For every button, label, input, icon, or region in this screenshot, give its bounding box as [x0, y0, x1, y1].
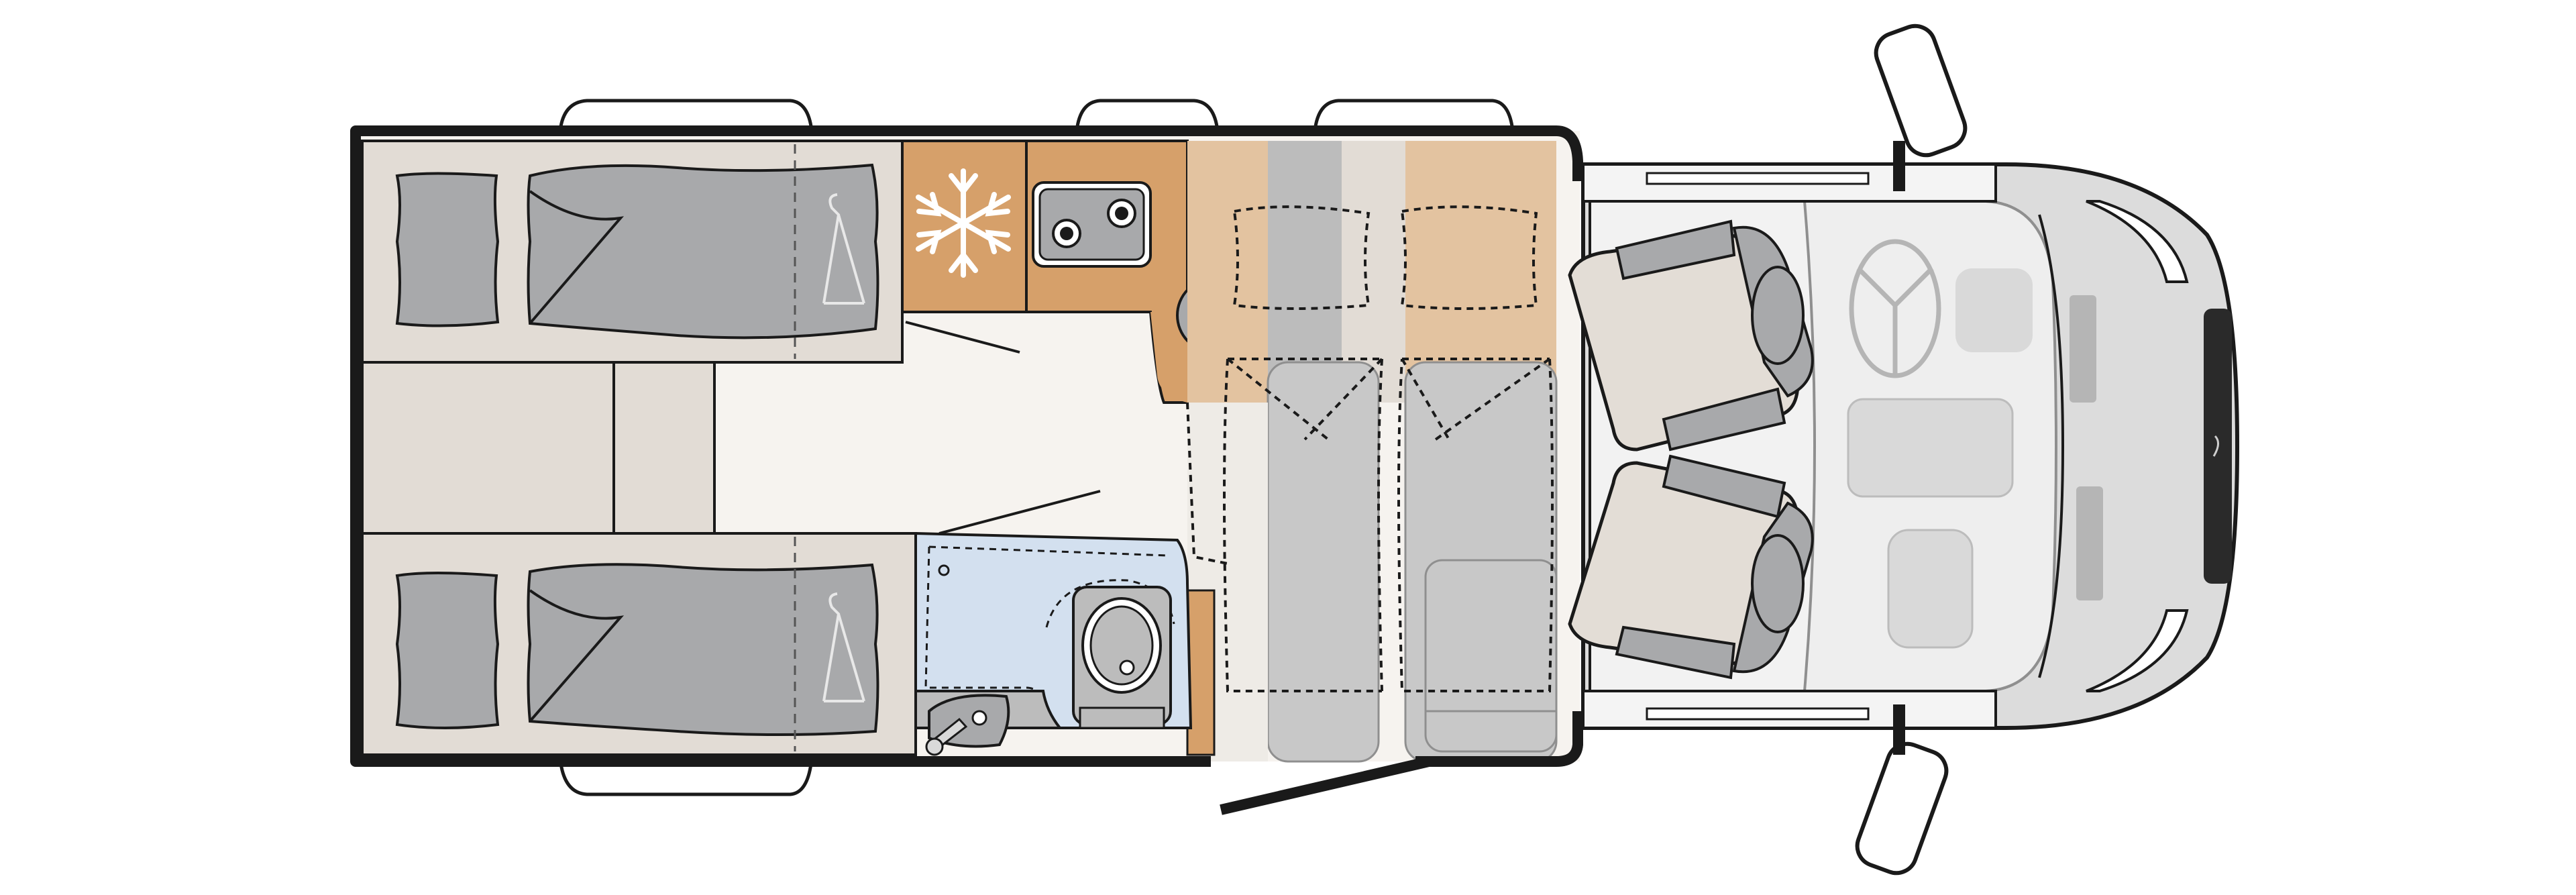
rear-bed-upper: [361, 140, 904, 364]
cab-seat-driver: [1568, 219, 1814, 452]
rear-bed-lower: [361, 532, 917, 756]
pillow-upper: [395, 172, 500, 327]
snowflake-icon: [916, 168, 1011, 278]
kitchen: [901, 140, 1254, 404]
mattress-upper: [527, 163, 879, 339]
steering-wheel-icon: [1849, 239, 1941, 378]
mirror-bottom: [1855, 704, 1949, 876]
window-mid-top: [1075, 99, 1220, 133]
entry-strip: [1186, 589, 1216, 756]
bed-bridge: [361, 361, 716, 535]
lounge-seat-left: [1267, 361, 1380, 763]
lounge: [1186, 141, 1558, 763]
hanger-icon: [822, 592, 865, 702]
toilet-icon: [1045, 579, 1175, 729]
faucet-icon: [925, 694, 1010, 756]
entry-door[interactable]: [1220, 756, 1430, 815]
window-rear-bottom: [558, 756, 814, 796]
windshield-line: [2038, 214, 2065, 678]
bridge-right: [612, 361, 716, 535]
pillow-lower: [395, 572, 500, 729]
bridge-left: [361, 361, 615, 535]
windows: [558, 99, 1515, 796]
cab-seat-passenger: [1568, 454, 1814, 680]
mattress-lower: [527, 563, 879, 736]
bathroom: [914, 531, 1193, 756]
window-front-top: [1313, 99, 1515, 133]
hanger-icon: [822, 193, 865, 305]
stove-icon: [1032, 181, 1152, 268]
window-rear-top: [558, 99, 814, 133]
cab: [1568, 23, 2240, 876]
mirror-top: [1874, 23, 1968, 191]
outer-walls: [350, 125, 1583, 767]
blanket-fold-upper: [529, 190, 625, 325]
blanket-fold-lower: [529, 589, 625, 723]
counter-corner: [1150, 312, 1187, 403]
lounge-table-lower: [1424, 559, 1558, 753]
